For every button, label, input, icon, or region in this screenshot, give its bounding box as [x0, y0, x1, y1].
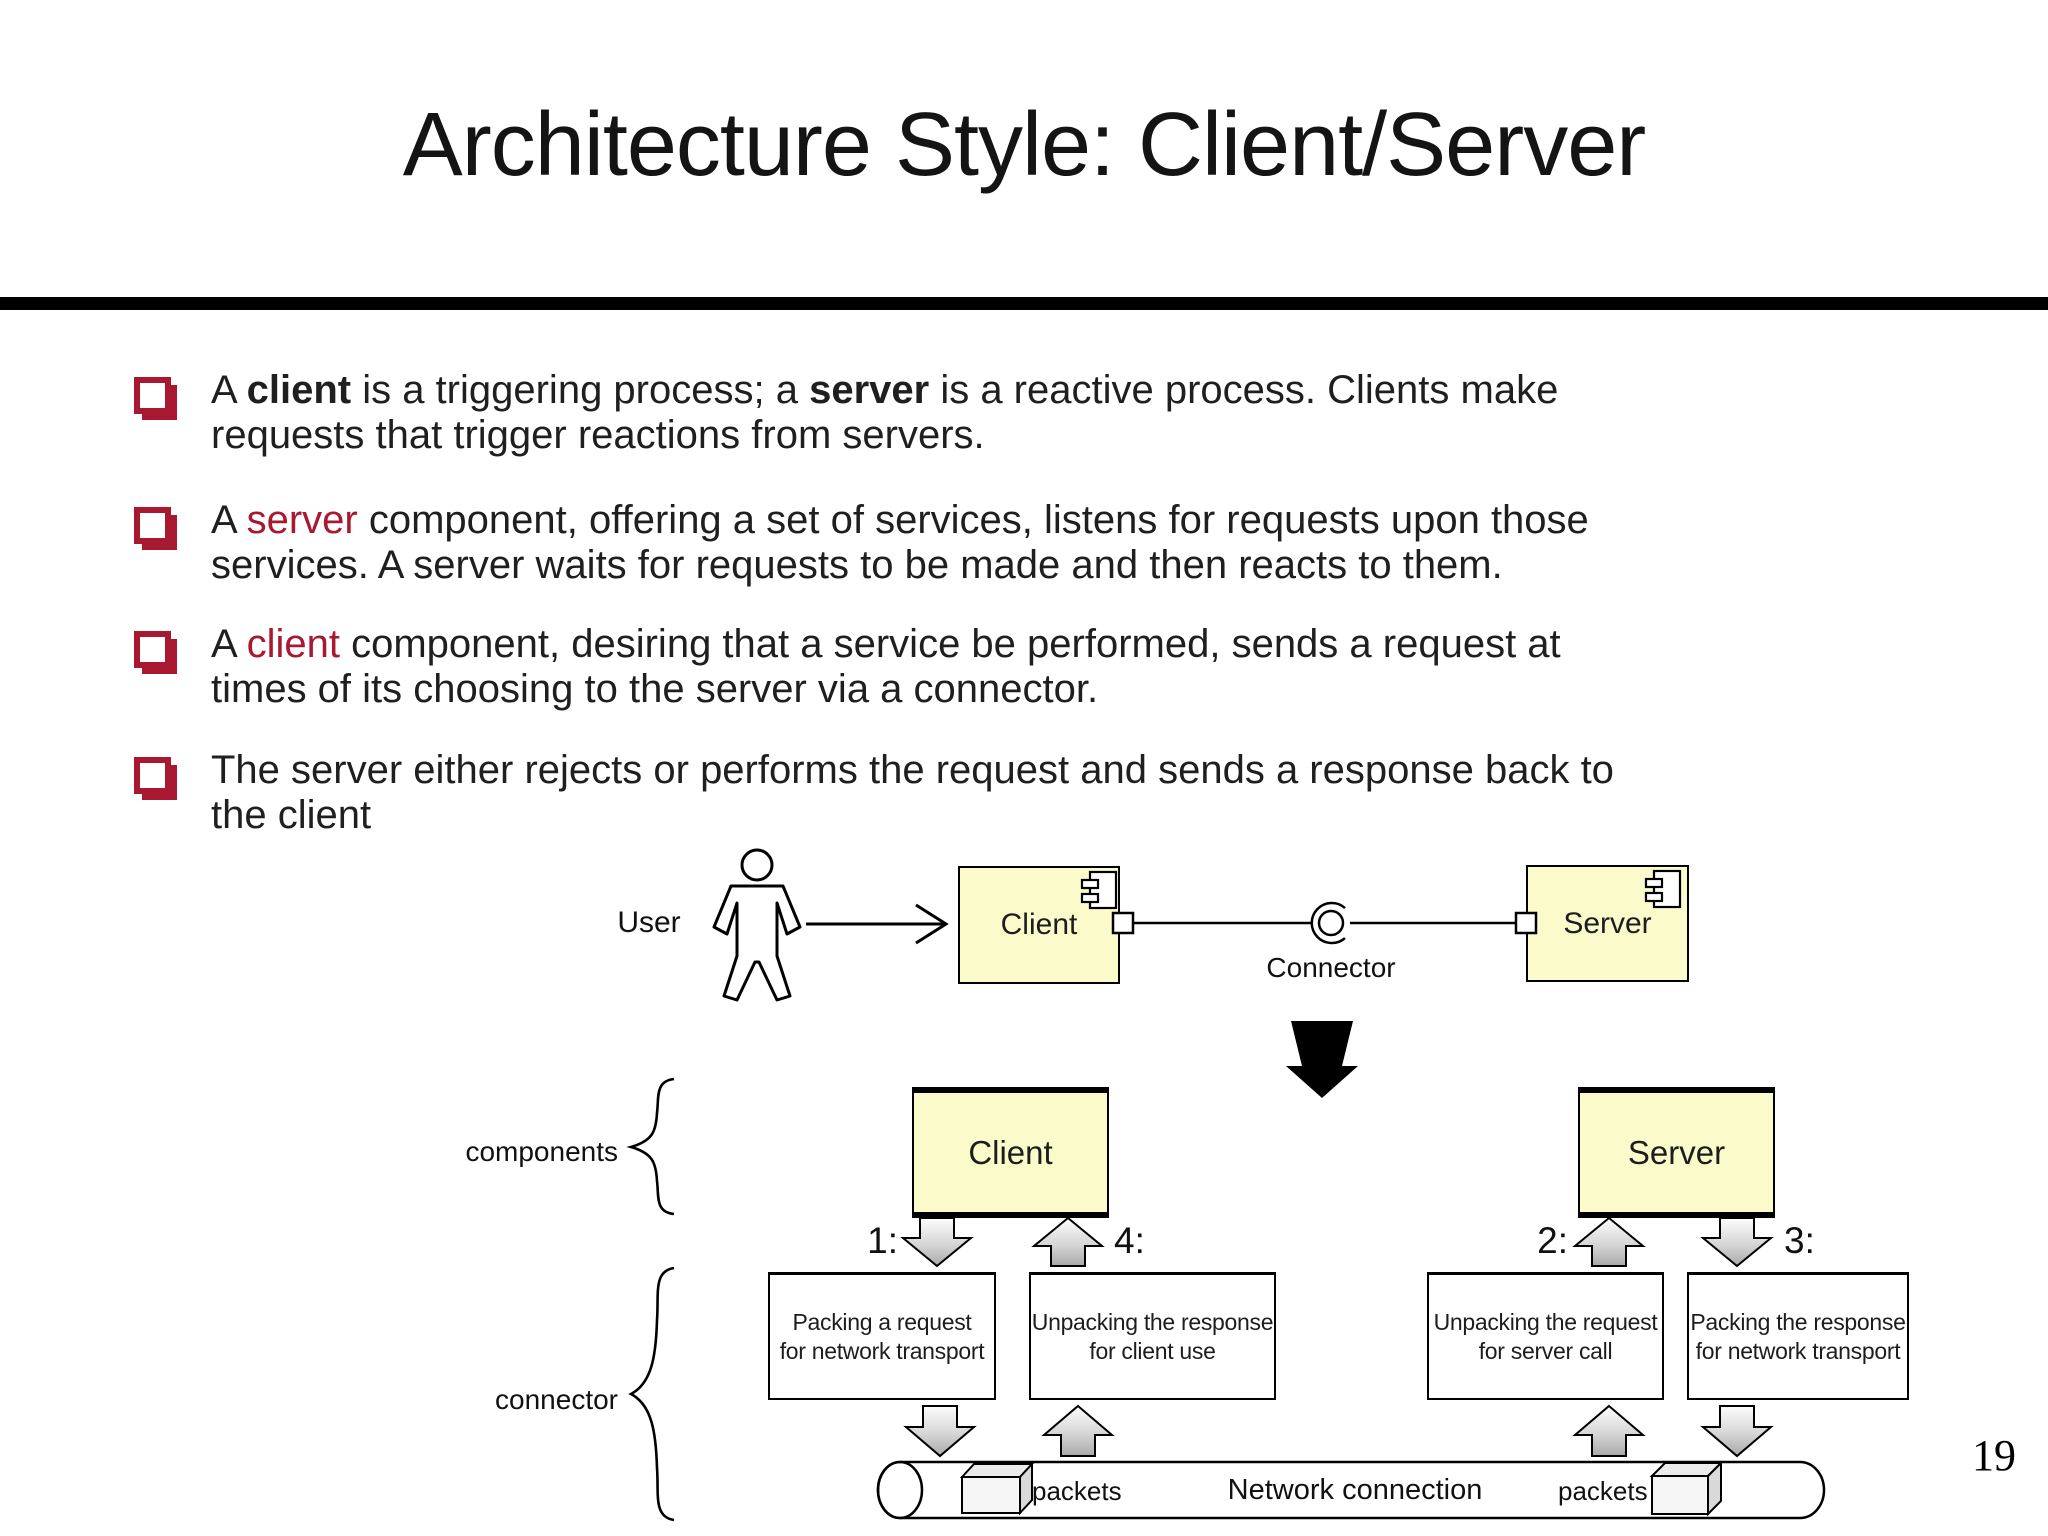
connector-box-unpacking-request: Unpacking the request for server call — [1427, 1272, 1664, 1400]
bullet-text: A client component, desiring that a serv… — [211, 622, 1561, 711]
up-arrow-icon — [1041, 1404, 1115, 1457]
square-bullet-icon — [134, 377, 171, 414]
square-bullet-icon — [134, 631, 171, 668]
up-arrow-icon — [1572, 1216, 1646, 1267]
components-brace-icon — [626, 1077, 675, 1216]
bullet-text: The server either rejects or performs th… — [211, 748, 1614, 837]
connector-box-packing-request: Packing a request for network transport — [768, 1272, 996, 1400]
down-arrow-icon — [900, 1217, 974, 1268]
server-label: Server — [1563, 906, 1652, 940]
client-label: Client — [968, 1133, 1053, 1171]
square-bullet-icon — [134, 757, 171, 794]
packet-cube-icon — [959, 1461, 1035, 1516]
up-arrow-icon — [1572, 1404, 1646, 1457]
down-arrow-icon — [1700, 1217, 1774, 1268]
ball-connector-icon — [1317, 909, 1345, 937]
client-component-box: Client — [958, 866, 1120, 984]
components-brace-label: components — [465, 1136, 618, 1167]
user-actor-icon — [740, 848, 774, 882]
connector-box-packing-response: Packing the response for network transpo… — [1687, 1272, 1909, 1400]
connector-label: Connector — [1266, 952, 1396, 983]
connector-box-unpacking-response: Unpacking the response for client use — [1029, 1272, 1276, 1400]
bullet-text: A server component, offering a set of se… — [211, 498, 1589, 587]
step-3-label: 3: — [1784, 1220, 1815, 1261]
big-down-arrow-icon — [1286, 1021, 1358, 1098]
socket-arc-icon — [1310, 901, 1346, 945]
up-arrow-icon — [1031, 1216, 1105, 1267]
step-4-label: 4: — [1114, 1220, 1145, 1261]
page-number: 19 — [1972, 1431, 2016, 1480]
connector-box-text: Unpacking the response for client use — [1031, 1308, 1274, 1364]
connector-box-text: Packing a request for network transport — [779, 1308, 985, 1364]
connector-brace-label: connector — [495, 1384, 618, 1415]
bullet-item: A client is a triggering process; a serv… — [134, 368, 2031, 458]
down-arrow-icon — [903, 1405, 977, 1458]
bullet-text: A client is a triggering process; a serv… — [211, 368, 1559, 457]
down-arrow-icon — [1700, 1405, 1774, 1458]
step-2-label: 2: — [1537, 1220, 1568, 1261]
title-divider — [0, 297, 2048, 310]
bullet-item: A server component, offering a set of se… — [134, 498, 2031, 588]
page-title: Architecture Style: Client/Server — [402, 95, 1646, 195]
user-label: User — [617, 906, 681, 939]
client-component-box-lower: Client — [912, 1087, 1109, 1218]
square-bullet-icon — [134, 507, 171, 544]
packet-cube-icon — [1649, 1460, 1724, 1517]
server-component-box-lower: Server — [1578, 1087, 1775, 1218]
client-label: Client — [1000, 908, 1078, 941]
connector-box-text: Packing the response for network transpo… — [1690, 1308, 1906, 1364]
bullet-item: The server either rejects or performs th… — [134, 748, 2031, 838]
bullet-item: A client component, desiring that a serv… — [134, 622, 2031, 712]
step-1-label: 1: — [867, 1220, 898, 1261]
server-label: Server — [1627, 1133, 1726, 1171]
network-connection-label: Network connection — [1227, 1474, 1483, 1506]
packets-left-label: packets — [1032, 1476, 1122, 1506]
server-component-box: Server — [1526, 865, 1689, 982]
arrowhead-icon — [915, 903, 949, 945]
packets-right-label: packets — [1558, 1476, 1648, 1506]
user-actor-icon — [712, 884, 802, 1002]
connector-box-text: Unpacking the request for server call — [1433, 1308, 1658, 1364]
connector-brace-icon — [628, 1266, 675, 1522]
network-pipe-end — [876, 1460, 924, 1520]
